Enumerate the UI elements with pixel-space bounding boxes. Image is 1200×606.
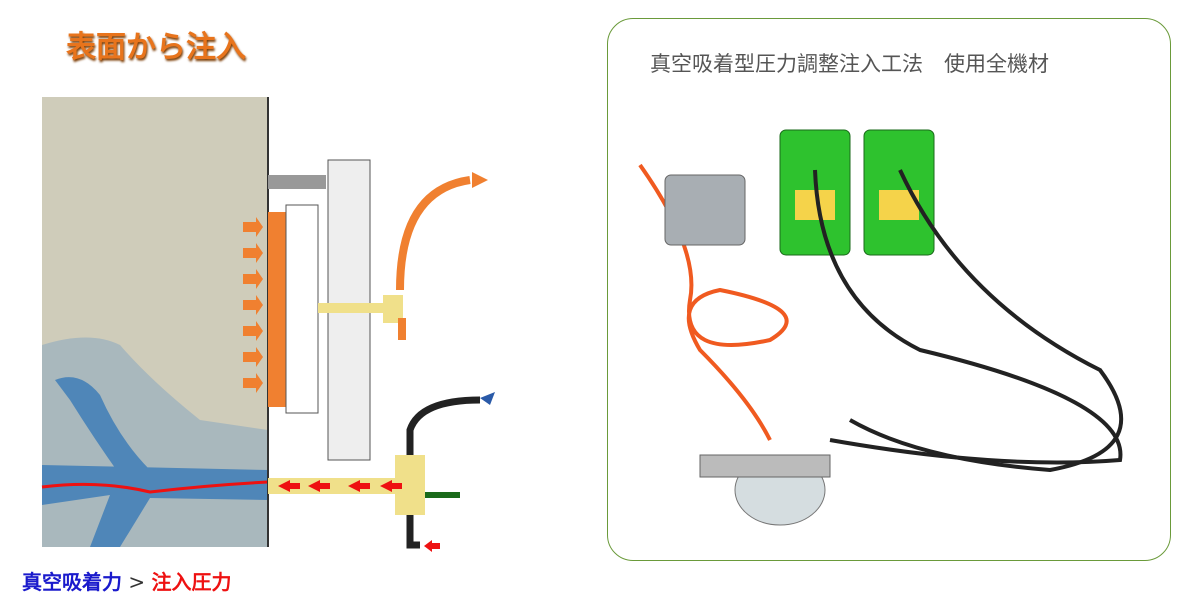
plate: [285, 204, 319, 414]
injection-pipe: [268, 478, 418, 494]
crack-zone: [42, 377, 268, 547]
diagram-title: 表面から注入: [66, 30, 246, 65]
legend-vacuum: 真空吸着力: [22, 570, 122, 594]
vacuum-pump: [664, 174, 746, 246]
spring: [268, 175, 326, 189]
suction-pad: [268, 212, 286, 407]
orange-hose: [638, 163, 789, 441]
injection-arrows: [278, 480, 440, 552]
vacuum-hose: [396, 176, 471, 291]
legend-injection: 注入圧力: [151, 570, 232, 594]
legend-gt: >: [122, 570, 152, 594]
crack-line: [41, 480, 269, 494]
equipment-panel: [607, 18, 1171, 561]
panel-title: 真空吸着型圧力調整注入工法 使用全機材: [650, 52, 1049, 76]
vacuum-arrows: [243, 217, 263, 393]
pressure-legend: 真空吸着力 > 注入圧力: [22, 566, 231, 595]
equipment-photo: [638, 129, 1124, 526]
